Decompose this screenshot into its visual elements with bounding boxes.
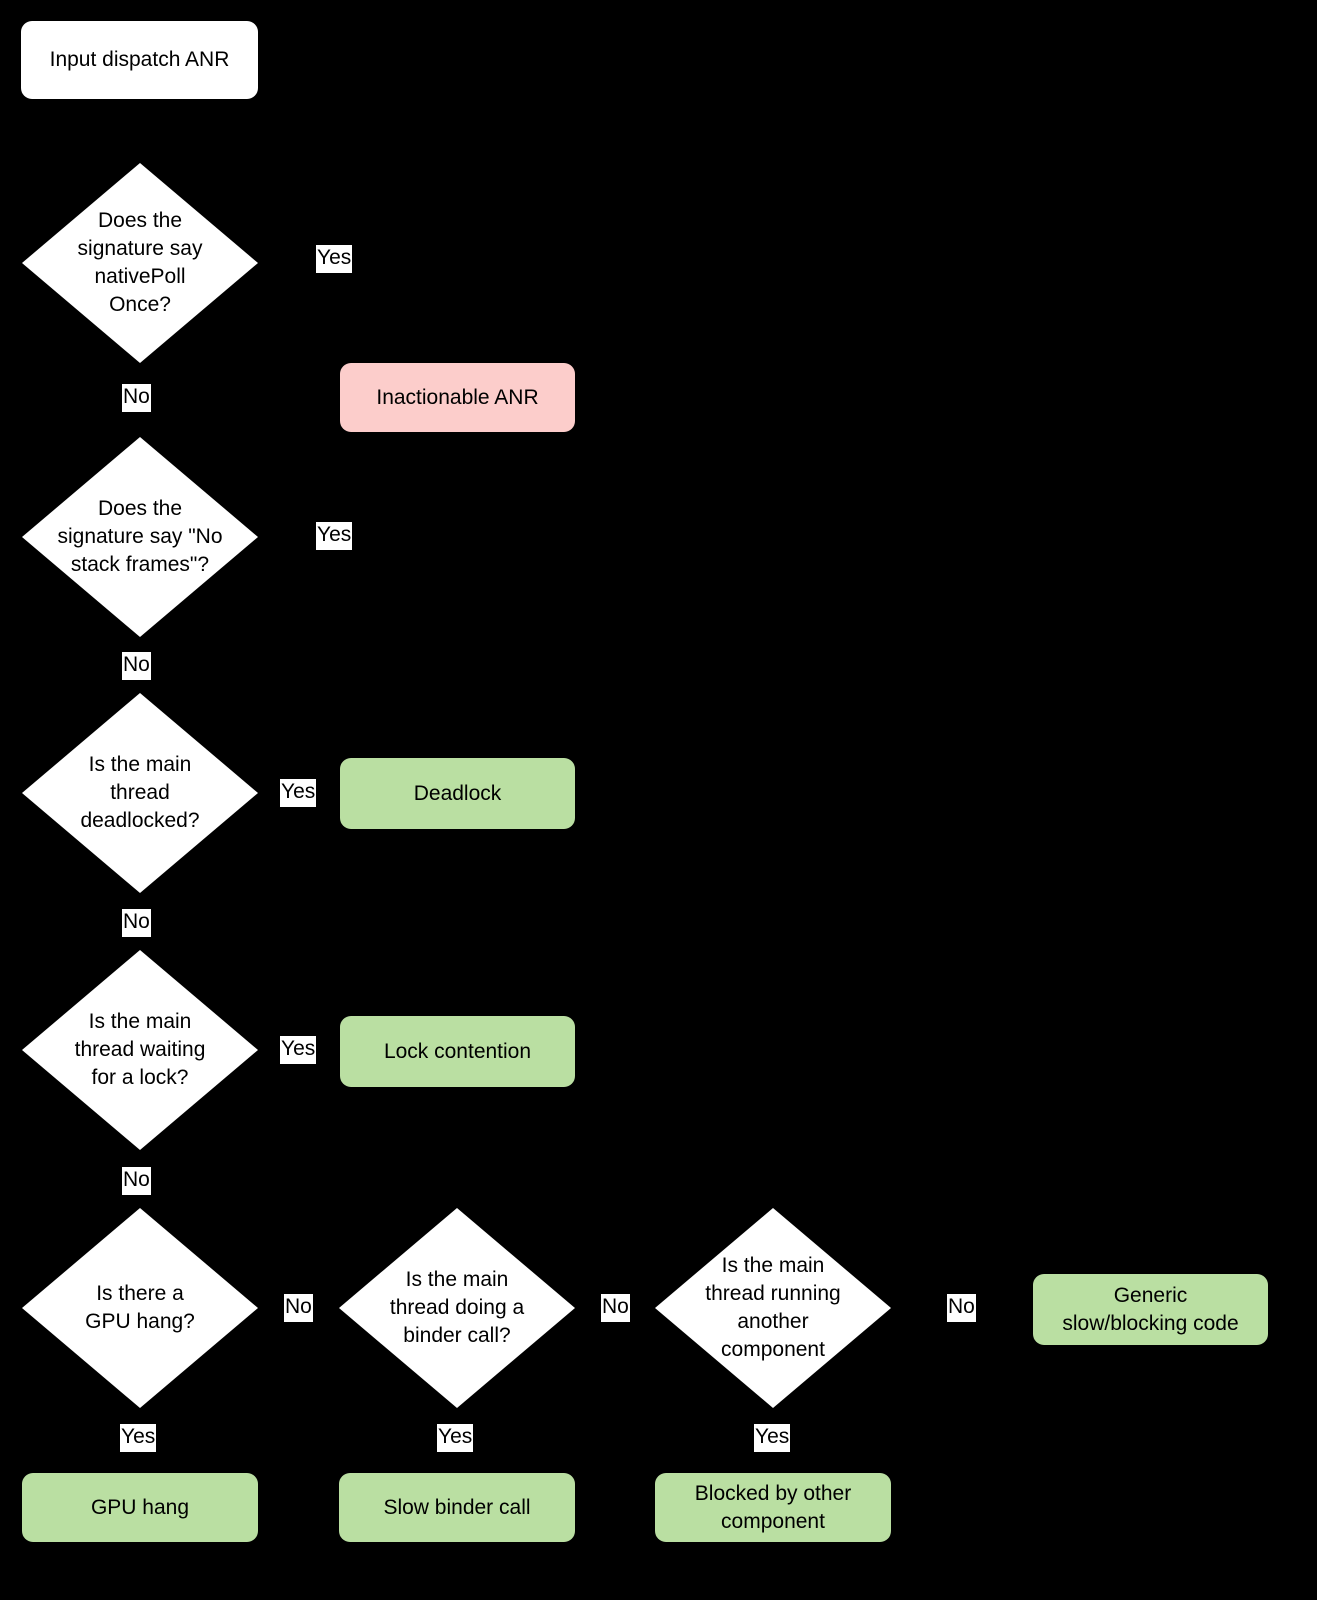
edge-label-d7-no-left: No — [601, 1294, 630, 1323]
connector-start-to-d1 — [138, 99, 141, 163]
edge-label-d1-yes: Yes — [316, 245, 353, 274]
edge-label-d6-yes: Yes — [437, 1424, 474, 1453]
edge-label-d5-no: No — [284, 1294, 313, 1323]
diamond-shape — [339, 1208, 575, 1408]
diamond-shape — [22, 950, 258, 1150]
node-generic-slow-blocking-code[interactable]: Generic slow/blocking code — [1033, 1274, 1268, 1345]
connector-d1-yes-to-inactionable — [258, 262, 457, 265]
node-slow-binder-call[interactable]: Slow binder call — [339, 1473, 575, 1542]
node-blocked-by-other-component[interactable]: Blocked by other component — [655, 1473, 891, 1542]
connector-inactionable-stub — [455, 262, 458, 363]
edge-label-d4-yes: Yes — [280, 1036, 317, 1065]
node-decision-no-stack-frames[interactable]: Does the signature say "No stack frames"… — [22, 437, 258, 637]
diamond-shape — [22, 693, 258, 893]
edge-label-d7-no-right: No — [947, 1294, 976, 1323]
diamond-shape — [655, 1208, 891, 1408]
connector-d2-yes — [258, 536, 358, 539]
node-lock-contention[interactable]: Lock contention — [340, 1016, 575, 1087]
edge-label-d3-yes: Yes — [280, 779, 317, 808]
node-gpu-hang[interactable]: GPU hang — [22, 1473, 258, 1542]
edge-label-d4-no: No — [122, 1167, 151, 1196]
node-decision-gpu-hang[interactable]: Is there a GPU hang? — [22, 1208, 258, 1408]
node-decision-main-thread-deadlocked[interactable]: Is the main thread deadlocked? — [22, 693, 258, 893]
edge-label-d2-no: No — [122, 652, 151, 681]
edge-label-d2-yes: Yes — [316, 522, 353, 551]
node-decision-binder-call[interactable]: Is the main thread doing a binder call? — [339, 1208, 575, 1408]
node-decision-waiting-for-lock[interactable]: Is the main thread waiting for a lock? — [22, 950, 258, 1150]
node-decision-native-poll-once[interactable]: Does the signature say nativePoll Once? — [22, 163, 258, 363]
edge-label-d3-no: No — [122, 909, 151, 938]
diamond-shape — [22, 163, 258, 363]
node-decision-running-another-component[interactable]: Is the main thread running another compo… — [655, 1208, 891, 1408]
node-inactionable-anr[interactable]: Inactionable ANR — [340, 363, 575, 432]
node-deadlock[interactable]: Deadlock — [340, 758, 575, 829]
edge-label-d5-yes: Yes — [120, 1424, 157, 1453]
node-input-dispatch-anr[interactable]: Input dispatch ANR — [21, 21, 258, 99]
diamond-shape — [22, 1208, 258, 1408]
diamond-shape — [22, 437, 258, 637]
edge-label-d7-yes: Yes — [754, 1424, 791, 1453]
edge-label-d1-no: No — [122, 384, 151, 413]
